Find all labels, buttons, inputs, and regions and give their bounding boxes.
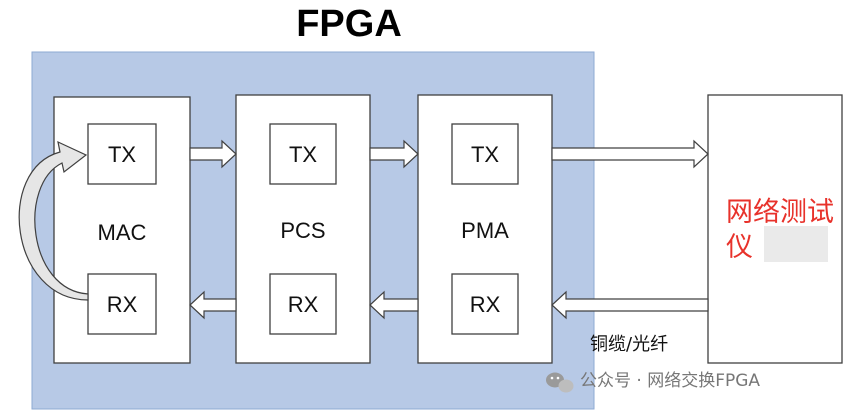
watermark: 公众号 · 网络交换FPGA [546, 371, 760, 393]
pma-to-tester-arrow [551, 139, 709, 169]
pcs-label: PCS [280, 218, 325, 243]
wechat-icon [546, 372, 574, 393]
pma-rx-box [451, 273, 519, 335]
diagram-title: FPGA [296, 3, 402, 45]
mac-label: MAC [98, 220, 147, 245]
tester-to-pma-arrow [551, 290, 709, 320]
mac-rx-label: RX [107, 292, 138, 317]
mac-tx-label: TX [108, 142, 136, 167]
pma-rx-label: RX [470, 292, 501, 317]
pma-to-pcs-arrow [369, 290, 419, 320]
mac-tx-box [87, 123, 157, 185]
mac-rx-box [87, 273, 157, 335]
link-medium-label: 铜缆/光纤 [590, 334, 668, 355]
pma-block: TX PMA RX [417, 94, 553, 364]
pcs-tx-box [269, 123, 337, 185]
network-tester-block: 网络测试 仪 [707, 94, 843, 364]
pcs-to-pma-arrow [369, 139, 419, 169]
tester-label-line2: 仪 [726, 232, 753, 263]
mac-loopback-arrow [18, 140, 89, 301]
pma-tx-label: TX [471, 142, 499, 167]
pcs-rx-box [269, 273, 337, 335]
pcs-to-mac-arrow [189, 290, 237, 320]
pcs-block: TX PCS RX [235, 94, 371, 364]
tester-label-line1: 网络测试 [726, 197, 834, 228]
pcs-rx-label: RX [288, 292, 319, 317]
pma-label: PMA [461, 218, 509, 243]
pma-tx-box [451, 123, 519, 185]
mac-to-pcs-arrow [189, 139, 237, 169]
watermark-text: 公众号 · 网络交换FPGA [580, 371, 760, 391]
mac-block: TX MAC RX [53, 96, 191, 364]
blurred-overlay [764, 226, 828, 262]
pcs-tx-label: TX [289, 142, 317, 167]
